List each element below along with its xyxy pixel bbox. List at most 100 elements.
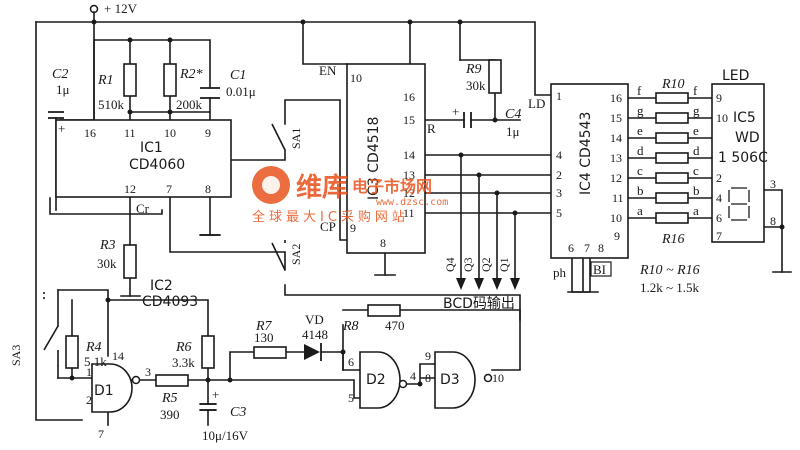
d1-pin-2: 2 [86, 393, 92, 407]
r9-value: 30k [466, 78, 486, 93]
watermark-cn: 电子市场网 [352, 177, 432, 196]
ic3-en-label: EN [319, 63, 337, 78]
ic4-pin-13: 13 [610, 151, 622, 165]
ic3-r-label: R [427, 121, 436, 136]
output-q2: Q2 [479, 257, 493, 272]
led-ref: IC5 [733, 110, 756, 126]
r1-value: 510k [98, 97, 125, 112]
ic1-pin-9: 9 [205, 126, 211, 140]
d3-label: D3 [440, 372, 460, 388]
ic4-pin-5: 5 [556, 206, 562, 220]
r2-value: 200k [176, 97, 203, 112]
ic4-ph-label: ph [553, 265, 567, 280]
ic4-box [550, 83, 629, 259]
d3-pin-8: 8 [425, 371, 431, 385]
svg-text:g: g [637, 103, 644, 118]
led-pin-7: 7 [716, 229, 722, 243]
ic4-bi-label: BI [593, 262, 606, 277]
seg-resistor-range-value: 1.2k ~ 1.5k [640, 280, 700, 295]
ic1-pin-10: 10 [164, 126, 176, 140]
r3-ref: R3 [99, 238, 116, 253]
d1-pin-3: 3 [145, 365, 151, 379]
output-q4: Q4 [443, 257, 457, 272]
wires [35, 4, 792, 426]
bcd-output-arrows [456, 278, 520, 290]
ic1-pin-12: 12 [124, 182, 136, 196]
ic4-pin-1: 1 [556, 89, 562, 103]
r5-ref: R5 [161, 391, 178, 406]
r2-ref: R2* [179, 67, 203, 82]
sa3-label: SA3 [9, 345, 23, 366]
led-part: 1 506C [718, 150, 768, 166]
ic3-pin-14: 14 [403, 148, 415, 162]
led-pin-4: 4 [716, 191, 722, 205]
segment-left-labels: f g e d c b a [637, 83, 644, 218]
r3-value: 30k [97, 256, 117, 271]
d3-pin-9: 9 [425, 349, 431, 363]
ic3-pin-15: 15 [403, 113, 415, 127]
ic3-pin-8: 8 [380, 236, 386, 250]
output-q3: Q3 [461, 257, 475, 272]
svg-text:e: e [637, 123, 643, 138]
seven-segment-display-icon [728, 187, 750, 221]
ic3-cp-label: CP [320, 219, 336, 234]
ic4-pin-2: 2 [556, 168, 562, 182]
ic1-pin-8: 8 [205, 182, 211, 196]
svg-text:b: b [637, 183, 644, 198]
ic4-pin-12: 12 [610, 171, 622, 185]
ic1-cr-label: Cr [136, 201, 150, 216]
ic2-part: CD4093 [142, 294, 198, 310]
c2-ref: C2 [52, 67, 68, 82]
ic2-ref: IC2 [150, 278, 173, 294]
sa1-switch-icon [271, 123, 286, 151]
ic4-pin-10: 10 [610, 211, 622, 225]
c4-ref: C4 [505, 107, 521, 122]
ic3-pin-12: 12 [403, 186, 415, 200]
ic4-pin-6: 6 [568, 241, 574, 255]
svg-text:g: g [693, 103, 700, 118]
c4-plus: + [452, 104, 459, 119]
watermark-url: www.dzsc.com [376, 197, 448, 208]
c4-symbol-icon [463, 112, 472, 128]
led-title: LED [722, 68, 749, 84]
r7-body [253, 346, 287, 359]
ic1-pin-16: 16 [84, 126, 96, 140]
r5-value: 390 [160, 407, 180, 422]
d1-pin-1: 1 [86, 365, 92, 379]
svg-text:b: b [693, 183, 700, 198]
ic4-pin-8: 8 [598, 241, 604, 255]
ic1-ref: IC1 [140, 140, 163, 156]
ic3-pin-9: 9 [350, 221, 356, 235]
vd-part: 4148 [302, 327, 328, 342]
r8-value: 470 [385, 318, 405, 333]
c2-value: 1μ [56, 82, 70, 97]
led-pin-2: 2 [716, 171, 722, 185]
d2-gate [359, 351, 408, 409]
ic4-bi-box [590, 261, 612, 277]
led-pin-6: 6 [716, 211, 722, 225]
sa2-switch-icon [271, 240, 286, 271]
ic4-pin-14: 14 [610, 131, 622, 145]
svg-text:e: e [693, 123, 699, 138]
d1-pin-14: 14 [112, 349, 124, 363]
watermark-brand: 维库 [296, 172, 348, 203]
r8-body [367, 304, 401, 317]
d1-gate [91, 363, 141, 413]
led-pin-9: 9 [716, 91, 722, 105]
d1-pin-7: 7 [98, 427, 104, 441]
r9-ref: R9 [465, 62, 482, 77]
led-box [711, 83, 765, 243]
svg-text:c: c [693, 163, 699, 178]
ic4-ref-part: IC4 CD4543 [578, 112, 594, 195]
r1-body [123, 63, 137, 97]
segment-resistor-bodies [655, 92, 689, 224]
ic4-pin-4: 4 [556, 148, 562, 162]
ic1-part: CD4060 [129, 157, 185, 173]
r2-body [163, 63, 177, 97]
r3-body [123, 244, 137, 279]
ic4-pin-15: 15 [610, 111, 622, 125]
led-brand: WD [735, 130, 760, 146]
sa1-label: SA1 [289, 128, 303, 149]
ic3-pin-16: 16 [403, 90, 415, 104]
